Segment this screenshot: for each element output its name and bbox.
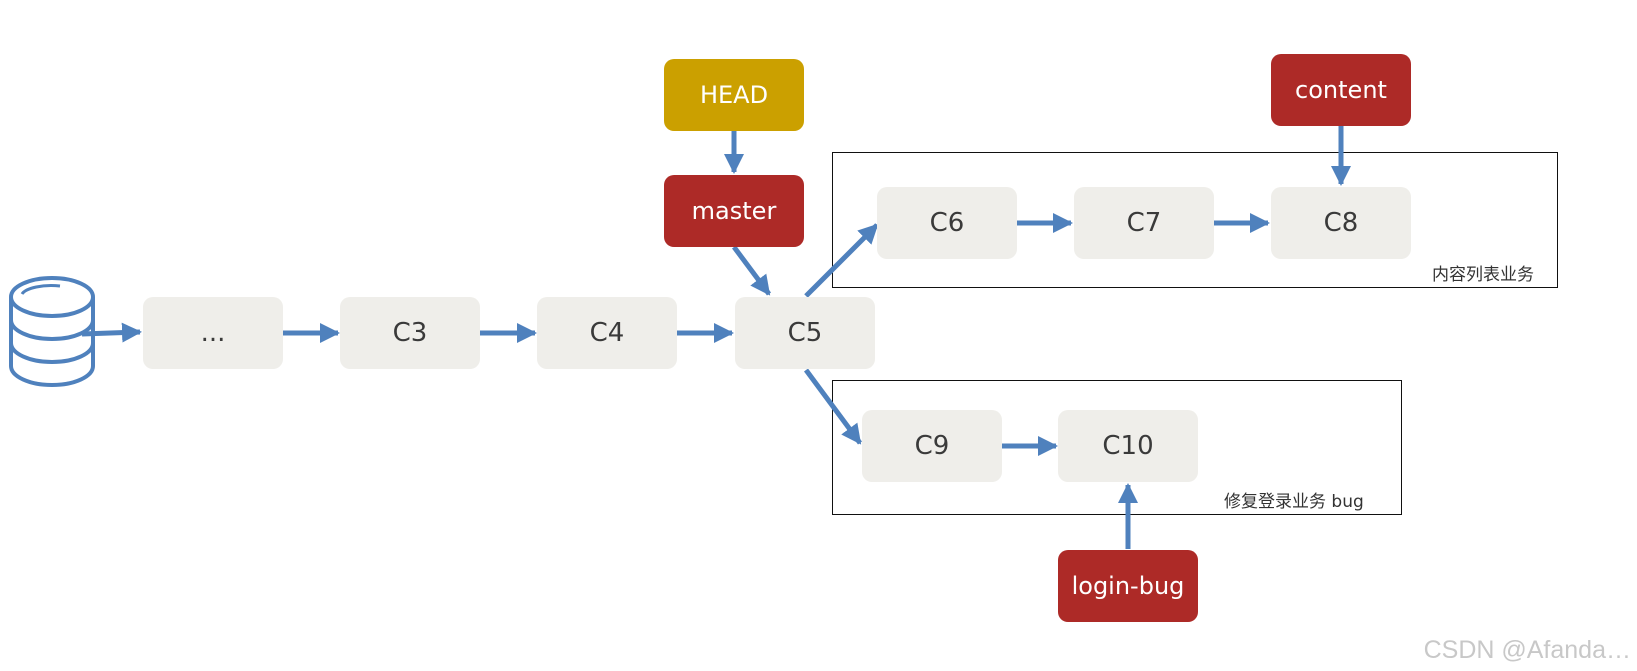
commit-c3: C3: [340, 297, 480, 369]
arrow-c5-to-c9: [803, 368, 863, 445]
branch-login-bug: login-bug: [1058, 550, 1198, 622]
commit-c8: C8: [1271, 187, 1411, 259]
arrow-db-to-ellipsis: [81, 322, 142, 343]
commit-ellipsis: ...: [143, 297, 283, 369]
fix-login-group-frame: [832, 380, 1402, 515]
arrow-c5-to-c6: [804, 223, 879, 298]
commit-c10: C10: [1058, 410, 1198, 482]
content-list-group-label: 内容列表业务: [1432, 265, 1534, 285]
branch-content: content: [1271, 54, 1411, 126]
head-pointer: HEAD: [664, 59, 804, 131]
fix-login-group-label: 修复登录业务 bug: [1224, 492, 1364, 512]
watermark-text: CSDN @Afanda…: [1423, 636, 1631, 664]
content-list-group-frame: [832, 152, 1558, 288]
commit-c9: C9: [862, 410, 1002, 482]
branch-master: master: [664, 175, 804, 247]
arrow-master-to-c5: [731, 245, 772, 296]
commit-c6: C6: [877, 187, 1017, 259]
commit-c5: C5: [735, 297, 875, 369]
commit-c4: C4: [537, 297, 677, 369]
database-icon: [9, 276, 95, 387]
commit-c7: C7: [1074, 187, 1214, 259]
